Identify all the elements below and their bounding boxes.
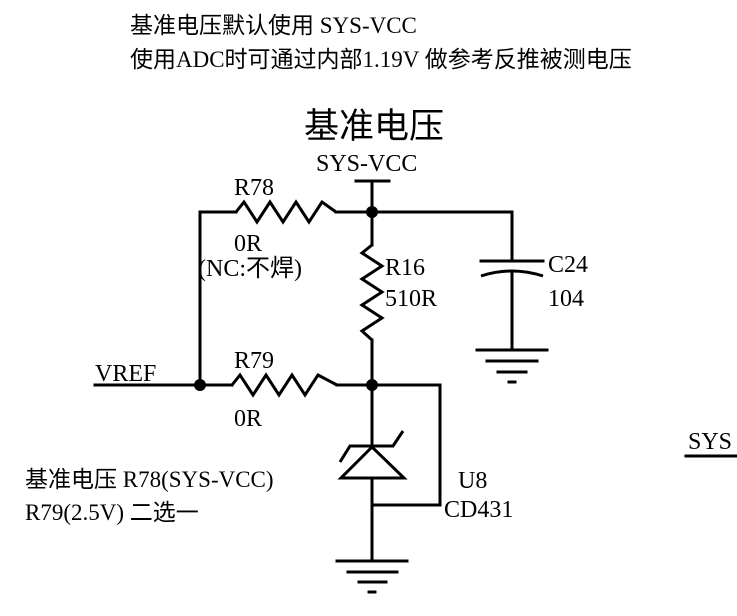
note-line-1: 基准电压默认使用 SYS-VCC bbox=[130, 13, 417, 38]
resistor-r79 bbox=[230, 372, 338, 398]
c24-value: 104 bbox=[548, 286, 584, 312]
section-title: 基准电压 bbox=[304, 107, 444, 146]
c24-ref: C24 bbox=[548, 252, 588, 278]
ground-symbol bbox=[335, 559, 409, 594]
u8-value: CD431 bbox=[444, 497, 513, 523]
offpage-net-label: SYS bbox=[688, 429, 732, 455]
resistor-r78 bbox=[234, 199, 337, 225]
power-net-label: SYS-VCC bbox=[316, 151, 417, 177]
resistor-r16 bbox=[359, 243, 385, 342]
r79-value: 0R bbox=[234, 406, 262, 432]
r16-value: 510R bbox=[385, 286, 437, 312]
r78-ref: R78 bbox=[234, 175, 274, 201]
capacitor-c24 bbox=[479, 210, 545, 352]
u8-ref: U8 bbox=[458, 468, 487, 494]
selection-note-1: 基准电压 R78(SYS-VCC) bbox=[25, 467, 274, 492]
wire-top bbox=[198, 210, 514, 387]
r16-ref: R16 bbox=[385, 255, 425, 281]
selection-note-2: R79(2.5V) 二选一 bbox=[25, 500, 199, 525]
ground-symbol bbox=[475, 348, 549, 384]
shunt-regulator-u8 bbox=[337, 383, 442, 562]
junction-dot bbox=[194, 379, 206, 391]
r78-note: (NC:不焊) bbox=[198, 255, 302, 282]
note-line-2: 使用ADC时可通过内部1.19V 做参考反推被测电压 bbox=[130, 47, 632, 72]
r79-ref: R79 bbox=[234, 348, 274, 374]
r78-value: 0R bbox=[234, 231, 262, 257]
vref-net-label: VREF bbox=[95, 361, 156, 387]
